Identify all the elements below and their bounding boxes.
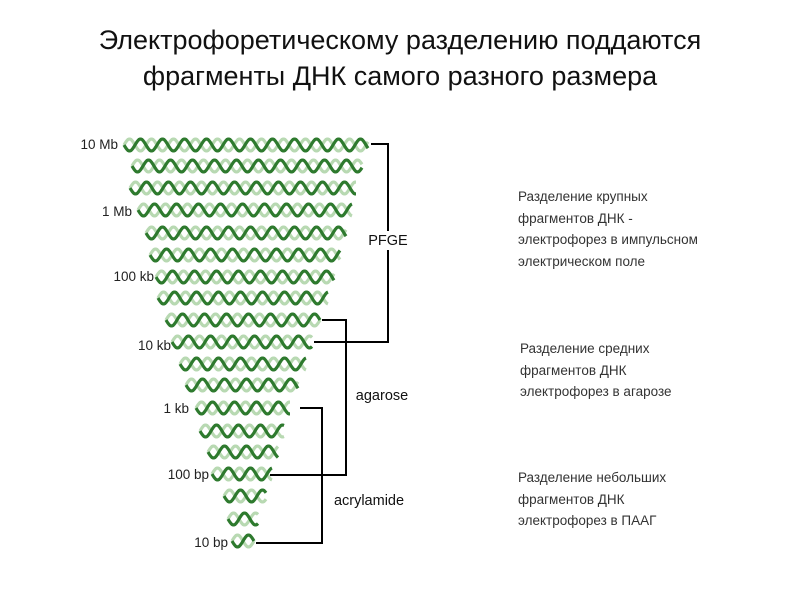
agarose-bracket [270, 319, 347, 476]
acrylamide-label-backing [325, 491, 413, 510]
description-large-line-1: Разделение крупных [518, 189, 648, 204]
description-small-line-1: Разделение небольших [518, 470, 667, 485]
dna-helix-back-strand-9 [170, 334, 314, 350]
dna-helix-back-strand-16 [222, 488, 268, 504]
slide-title: Электрофоретическому разделению поддаютс… [0, 22, 800, 94]
dna-helix-front-strand-17 [226, 511, 260, 527]
description-large-line-3: электрофорез в импульсном [518, 232, 698, 247]
dna-helix-front-strand-6 [154, 269, 336, 285]
dna-helix-back-strand-3 [136, 202, 353, 218]
description-small-line-3: электрофорез в ПААГ [518, 513, 657, 528]
dna-helix-front-strand-14 [206, 444, 280, 460]
size-label-3: 10 kb [138, 338, 171, 353]
dna-helix-front-strand-15 [210, 466, 273, 482]
description-medium-line-2: фрагментов ДНК [520, 362, 627, 378]
dna-helix-front-strand-2 [128, 180, 356, 196]
dna-helix-back-strand-2 [128, 180, 356, 196]
dna-helix-front-strand-8 [164, 312, 322, 328]
description-small-line-2: фрагментов ДНК [518, 491, 625, 507]
dna-helix-back-strand-10 [178, 356, 307, 372]
description-small-fragments: Разделение небольших фрагментов ДНК элек… [518, 467, 666, 532]
pfge-label: PFGE [368, 233, 408, 249]
dna-helix-front-strand-11 [184, 377, 300, 393]
size-label-0: 10 Mb [80, 137, 118, 152]
dna-helix-front-strand-16 [222, 488, 268, 504]
description-large-fragments: Разделение крупных фрагментов ДНК - элек… [518, 186, 698, 272]
dna-helix-back-strand-15 [210, 466, 273, 482]
dna-helix-back-strand-6 [154, 269, 336, 285]
acrylamide-bracket [256, 407, 323, 544]
dna-helix-front-strand-3 [136, 202, 353, 218]
description-large-line-2: фрагментов ДНК - [518, 210, 633, 226]
dna-helix-back-strand-0 [122, 137, 370, 153]
pfge-label-backing [368, 231, 408, 250]
dna-helix-back-strand-7 [156, 290, 329, 306]
agarose-label: agarose [356, 388, 408, 404]
dna-helix-back-strand-13 [198, 423, 285, 439]
dna-helix-back-strand-1 [130, 158, 364, 174]
dna-helix-front-strand-5 [148, 247, 342, 263]
agarose-label-backing [350, 386, 414, 405]
description-medium-line-3: электрофорез в агарозе [520, 384, 672, 399]
description-medium-line-1: Разделение средних [520, 341, 650, 356]
dna-helix-back-strand-17 [226, 511, 260, 527]
dna-helix-back-strand-5 [148, 247, 342, 263]
size-label-6: 10 bp [194, 535, 228, 550]
description-large-line-4: электрическом поле [518, 253, 646, 269]
size-label-5: 100 bp [168, 467, 209, 482]
dna-helix-back-strand-12 [194, 400, 290, 416]
description-medium-fragments: Разделение средних фрагментов ДНК электр… [520, 338, 672, 403]
dna-helix-front-strand-12 [194, 400, 290, 416]
title-line-2: фрагменты ДНК самого разного размера [142, 61, 658, 91]
dna-helix-front-strand-7 [156, 290, 329, 306]
size-label-4: 1 kb [163, 401, 189, 416]
dna-helix-front-strand-9 [170, 334, 314, 350]
size-label-2: 100 kb [113, 269, 154, 284]
dna-helix-back-strand-11 [184, 377, 300, 393]
dna-helix-front-strand-18 [230, 533, 256, 549]
size-label-1: 1 Mb [102, 204, 132, 219]
title-line-1: Электрофоретическому разделению поддаютс… [98, 25, 702, 55]
dna-helix-front-strand-10 [178, 356, 307, 372]
dna-helix-front-strand-4 [144, 225, 348, 241]
acrylamide-label: acrylamide [334, 493, 404, 509]
dna-helix-front-strand-1 [130, 158, 364, 174]
dna-helix-front-strand-13 [198, 423, 285, 439]
dna-helix-front-strand-0 [122, 137, 370, 153]
